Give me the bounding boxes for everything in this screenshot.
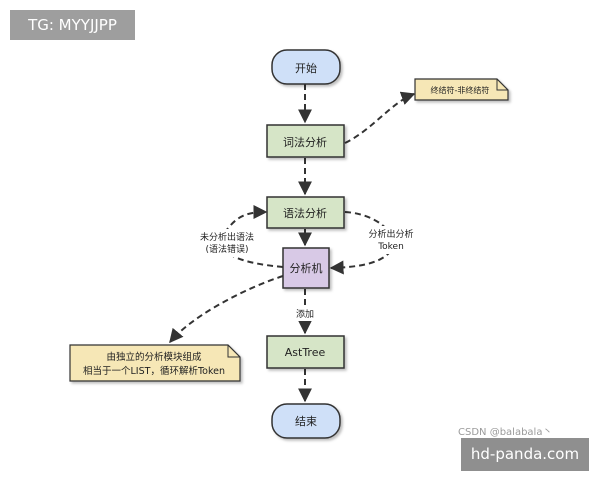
parser-label: 语法分析 [283, 206, 327, 220]
asttree-label: AstTree [285, 346, 326, 359]
module-note-line1: 由独立的分析模块组成 [106, 351, 202, 363]
analyzer-label: 分析机 [290, 261, 323, 275]
terminal-note [414, 78, 509, 101]
end-label: 结束 [295, 415, 317, 428]
asttree-node [266, 335, 345, 369]
edge-analyzer-to-module-note [169, 275, 284, 344]
module-note [69, 344, 241, 382]
start-label: 开始 [295, 61, 317, 75]
csdn-credit: CSDN @balabala丶 [458, 427, 553, 438]
lexer-node [266, 124, 345, 158]
edge-lexer-to-terminal-note [344, 91, 416, 144]
left-loop-label-line2: (语法错误) [205, 243, 248, 255]
start-node [271, 49, 341, 85]
watermark-bottom: hd-panda.com [461, 438, 589, 471]
add-edge-label: 添加 [296, 309, 314, 320]
terminal-note-text: 终结符-非终结符 [431, 85, 490, 95]
left-loop-label-line1: 未分析出语法 [200, 231, 254, 243]
module-note-line2: 相当于一个LIST，循环解析Token [83, 365, 225, 377]
lexer-label: 词法分析 [283, 135, 327, 149]
end-node [271, 403, 341, 439]
right-loop-label-line1: 分析出分析 [368, 228, 413, 240]
parser-node [266, 196, 345, 229]
right-loop-label-line2: Token [377, 242, 404, 252]
analyzer-node [282, 247, 330, 289]
watermark-top: TG: MYYJJPP [10, 10, 135, 40]
